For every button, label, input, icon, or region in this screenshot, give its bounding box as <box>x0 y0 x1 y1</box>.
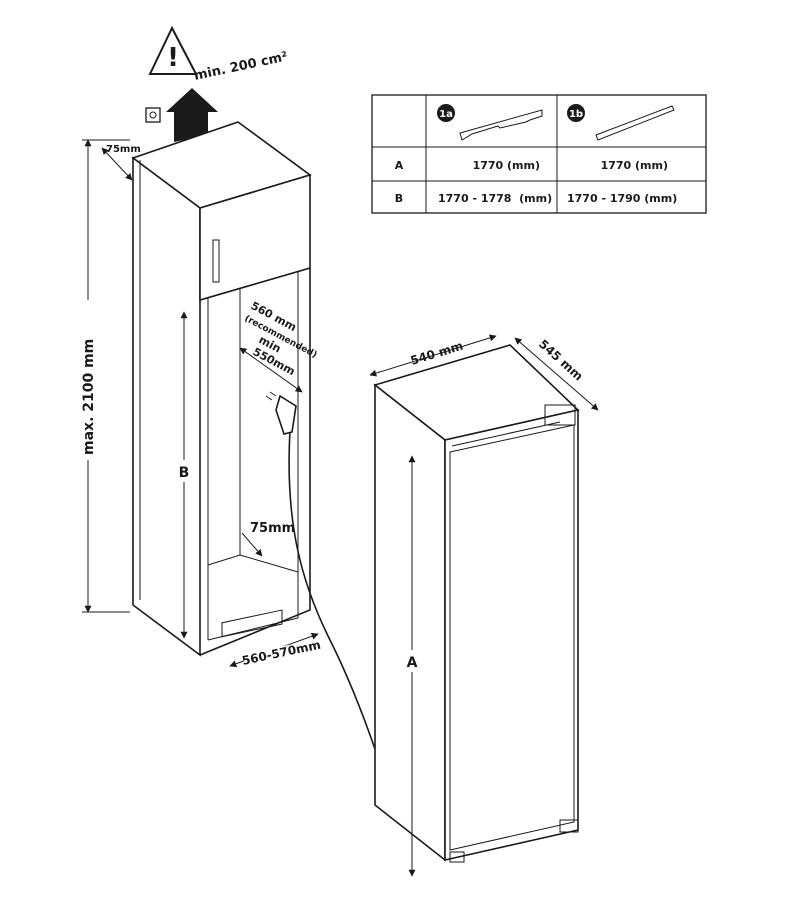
bottom-gap-label: 75mm <box>250 521 295 536</box>
bracket-1a-icon <box>459 109 543 141</box>
max-height-label: max. 2100 mm <box>81 339 97 455</box>
ventilation-label: min. 200 cm² <box>193 49 289 83</box>
fridge <box>373 344 580 863</box>
bottom-hinge <box>559 819 579 833</box>
row-a-label: A <box>395 159 404 172</box>
badge-1a <box>437 104 455 122</box>
dimension-table: 1a 1b A 1770 (mm) 1770 (mm) B 1770 - 177… <box>371 94 707 214</box>
cabinet-width-label: 560-570mm <box>241 638 322 668</box>
ventilation-warning: ! min. 200 cm² <box>145 25 289 142</box>
row-b-1b: 1770 - 1790 (mm) <box>567 192 677 205</box>
ventilation-grille <box>221 609 283 638</box>
fridge-door <box>449 424 575 851</box>
row-b-label: B <box>395 192 403 205</box>
row-a-1a: 1770 (mm) <box>473 159 540 172</box>
badge-1b-text: 1b <box>569 109 583 120</box>
row-a-1b: 1770 (mm) <box>601 159 668 172</box>
plug-icon <box>275 394 297 435</box>
socket-icon <box>145 107 161 123</box>
airflow-arrow-icon <box>166 88 218 142</box>
rail-1b-icon <box>595 105 675 141</box>
niche-height-label: B <box>179 465 190 481</box>
door-handle <box>212 239 220 283</box>
row-b-1a: 1770 - 1778 (mm) <box>438 192 552 205</box>
badge-1b <box>567 104 585 122</box>
top-gap-label: 75mm <box>106 144 141 155</box>
warning-triangle-icon <box>148 25 198 75</box>
cabinet <box>131 121 312 657</box>
badge-1a-text: 1a <box>439 109 453 120</box>
warning-symbol: ! <box>167 43 179 73</box>
power-cable <box>265 391 377 753</box>
fridge-height-label: A <box>407 655 418 671</box>
